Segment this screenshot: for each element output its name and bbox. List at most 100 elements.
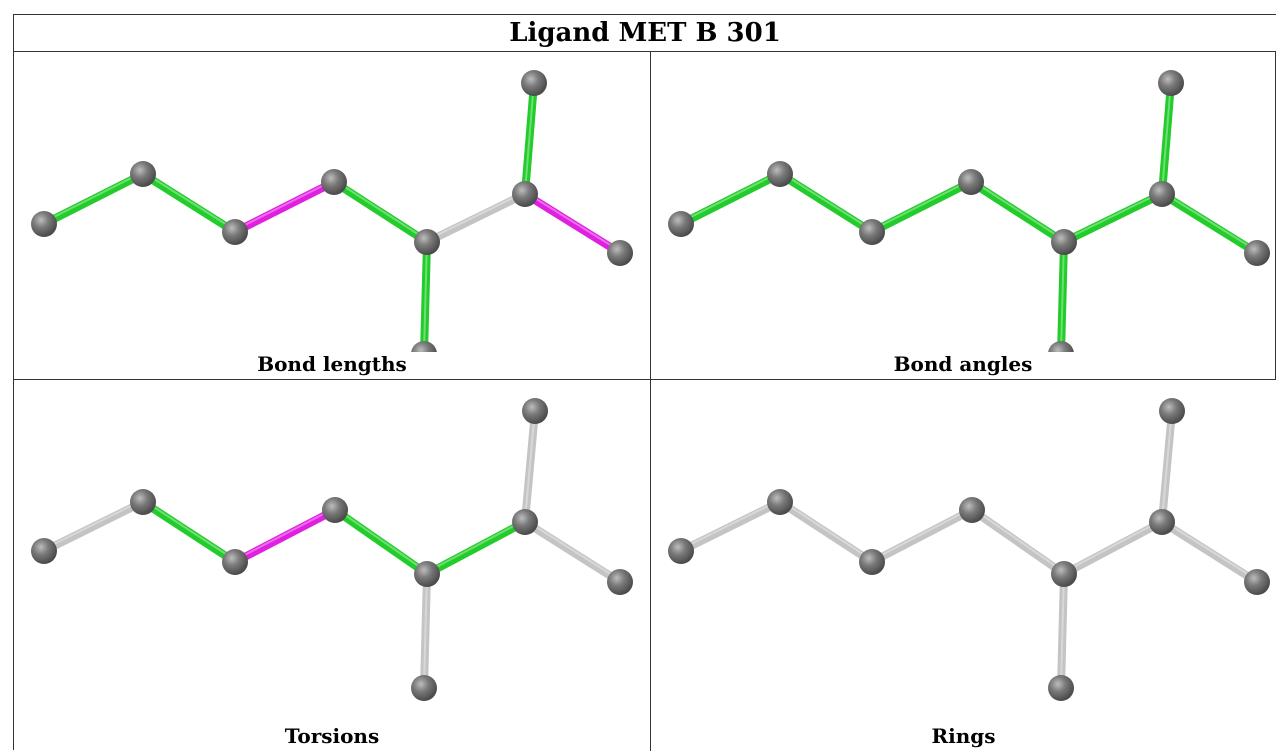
atom bbox=[859, 549, 885, 575]
bond bbox=[1158, 407, 1176, 526]
molecule-bond-angles bbox=[668, 70, 1270, 352]
bond bbox=[1057, 238, 1068, 352]
bond bbox=[139, 498, 239, 566]
panel-bond-lengths: Bond lengths bbox=[14, 52, 650, 380]
bond bbox=[1060, 518, 1166, 578]
atom bbox=[607, 569, 633, 595]
atom bbox=[767, 161, 793, 187]
bond-highlight bbox=[426, 191, 526, 241]
atom bbox=[767, 489, 793, 515]
bond-highlight bbox=[1060, 239, 1065, 352]
atom bbox=[1158, 70, 1184, 96]
bond-highlight bbox=[779, 171, 873, 231]
bond bbox=[423, 190, 529, 246]
atom bbox=[222, 219, 248, 245]
bond-highlight bbox=[423, 571, 428, 687]
molecule-torsions bbox=[31, 398, 633, 701]
bond-highlight bbox=[871, 179, 972, 231]
bond-highlight bbox=[1060, 571, 1065, 687]
bond-highlight bbox=[142, 499, 236, 561]
bond bbox=[521, 518, 624, 586]
bond-highlight bbox=[871, 507, 973, 561]
ligand-figure-table: Ligand MET B 301 Bond lengths Bond angle… bbox=[13, 14, 1276, 751]
bond bbox=[1158, 79, 1175, 198]
atom bbox=[958, 169, 984, 195]
bond bbox=[331, 506, 431, 578]
atom bbox=[411, 675, 437, 701]
bond-highlight bbox=[524, 519, 621, 581]
bond-highlight bbox=[142, 171, 236, 231]
bond bbox=[231, 506, 339, 566]
atom bbox=[1048, 341, 1074, 352]
bond-highlight bbox=[1161, 191, 1258, 252]
bond bbox=[776, 170, 876, 236]
atom bbox=[414, 561, 440, 587]
bond-highlight bbox=[779, 499, 873, 561]
atom bbox=[222, 549, 248, 575]
atom bbox=[521, 70, 547, 96]
bond-highlight bbox=[43, 499, 144, 550]
atom bbox=[859, 219, 885, 245]
atom bbox=[512, 509, 538, 535]
atom bbox=[31, 211, 57, 237]
bond bbox=[139, 170, 239, 236]
bond-highlight bbox=[971, 507, 1065, 573]
bond bbox=[521, 79, 538, 198]
bond bbox=[677, 498, 784, 555]
bond-highlight bbox=[1161, 408, 1173, 521]
bond bbox=[420, 570, 431, 692]
atom bbox=[31, 538, 57, 564]
bond bbox=[420, 238, 431, 352]
bond bbox=[231, 178, 338, 236]
bond bbox=[868, 506, 976, 566]
molecule-bond-lengths bbox=[31, 70, 633, 352]
bond-highlight bbox=[333, 179, 428, 241]
atom bbox=[959, 497, 985, 523]
atom bbox=[130, 161, 156, 187]
atom bbox=[1244, 240, 1270, 266]
bond bbox=[1158, 190, 1261, 257]
atom bbox=[322, 497, 348, 523]
caption-bond-angles: Bond angles bbox=[893, 352, 1033, 376]
bond-highlight bbox=[524, 191, 621, 252]
atom bbox=[414, 229, 440, 255]
bond-highlight bbox=[43, 171, 144, 223]
bond-highlight bbox=[680, 499, 781, 550]
bond bbox=[1057, 570, 1068, 692]
bond bbox=[40, 498, 147, 555]
bond-highlight bbox=[970, 179, 1065, 241]
bond-highlight bbox=[1161, 519, 1258, 581]
atom bbox=[411, 341, 437, 352]
atom bbox=[522, 398, 548, 424]
atom bbox=[1149, 509, 1175, 535]
bond bbox=[968, 506, 1068, 578]
atom bbox=[321, 169, 347, 195]
bond-highlight bbox=[1063, 191, 1163, 241]
panel-torsions: Torsions bbox=[14, 380, 650, 751]
panel-bond-angles: Bond angles bbox=[650, 52, 1276, 380]
bond bbox=[521, 190, 624, 257]
ligand-title: Ligand MET B 301 bbox=[509, 18, 781, 48]
bond bbox=[1060, 190, 1166, 246]
atom bbox=[1159, 398, 1185, 424]
caption-bond-lengths: Bond lengths bbox=[257, 352, 407, 376]
title-row: Ligand MET B 301 bbox=[14, 15, 1276, 52]
bond bbox=[1158, 518, 1261, 586]
bond bbox=[521, 407, 539, 526]
bond bbox=[868, 178, 975, 236]
bond bbox=[776, 498, 876, 566]
bond-highlight bbox=[234, 179, 335, 231]
bond-highlight bbox=[524, 80, 535, 193]
bond bbox=[330, 178, 431, 246]
bond-highlight bbox=[1161, 80, 1172, 193]
bond-highlight bbox=[234, 507, 336, 561]
bond-highlight bbox=[426, 519, 526, 573]
atom bbox=[1051, 229, 1077, 255]
molecule-rings bbox=[668, 398, 1270, 701]
atom bbox=[512, 181, 538, 207]
bond bbox=[967, 178, 1068, 246]
atom bbox=[130, 489, 156, 515]
bond-highlight bbox=[680, 171, 781, 223]
caption-rings: Rings bbox=[931, 724, 996, 748]
panel-rings: Rings bbox=[650, 380, 1276, 751]
